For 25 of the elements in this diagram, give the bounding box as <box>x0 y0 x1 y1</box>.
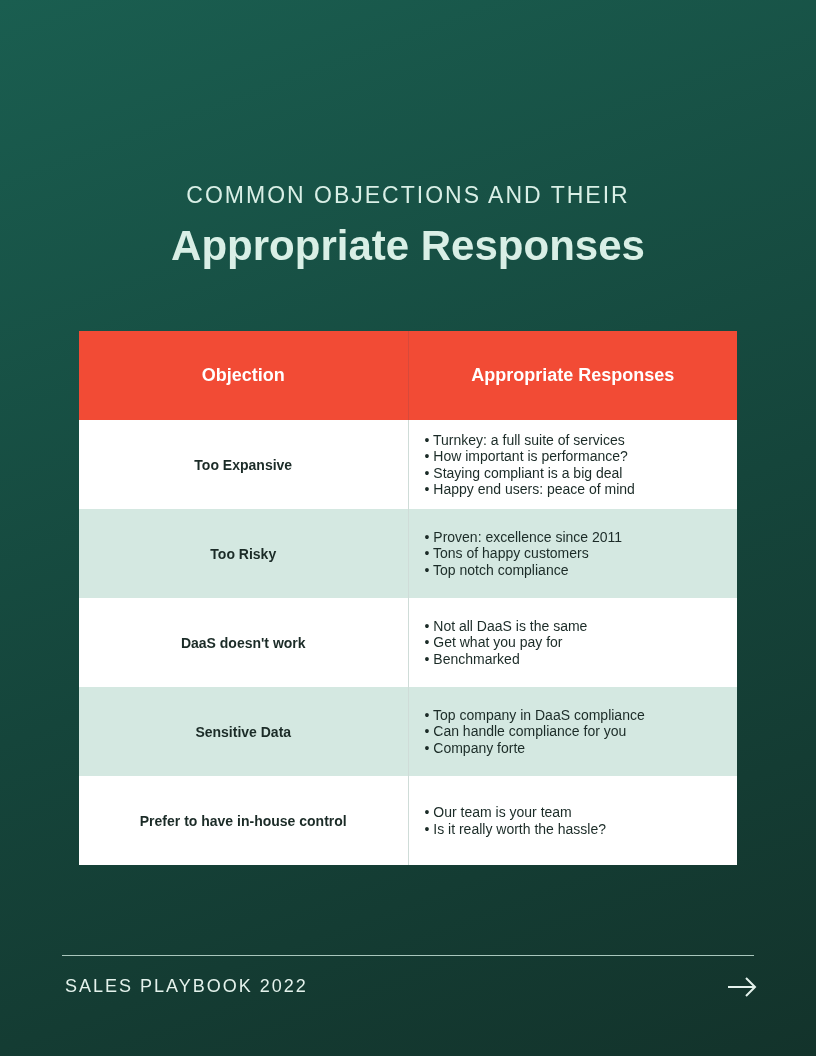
title: Appropriate Responses <box>170 222 646 270</box>
bullet-item: • Tons of happy customers <box>424 545 590 562</box>
bullet-item: • Turnkey: a full suite of services <box>424 431 626 448</box>
bullet-item: • Happy end users: peace of mind <box>424 481 636 498</box>
bullet-item: • Can handle compliance for you <box>424 723 628 740</box>
bullet-item: • Get what you pay for <box>424 634 564 651</box>
bullet-item: • Is it really worth the hassle? <box>424 820 608 837</box>
bullet-item: • Top notch compliance <box>424 561 570 579</box>
bullet-item: • Top company in DaaS compliance <box>424 706 646 724</box>
header-cell: Appropriate Responses <box>408 331 737 420</box>
subtitle: COMMON OBJECTIONS AND THEIR <box>185 182 631 209</box>
bullet-item: • Staying compliant is a big deal <box>424 464 624 481</box>
objection-cell: Prefer to have in-house control <box>79 776 408 865</box>
objection-cell: Too Risky <box>79 509 408 598</box>
objection-cell: DaaS doesn't work <box>79 598 408 687</box>
header-cell: Objection <box>79 331 408 420</box>
footer-text: SALES PLAYBOOK 2022 <box>65 976 308 997</box>
objection-cell: Sensitive Data <box>79 687 408 776</box>
bullet-item: • How important is performance? <box>424 448 629 465</box>
bullet-item: • Proven: excellence since 2011 <box>424 528 624 546</box>
bullet-item: • Benchmarked <box>424 650 521 668</box>
bullet-item: • Our team is your team <box>424 804 573 821</box>
bullet-item: • Not all DaaS is the same <box>424 617 589 635</box>
bullet-item: • Company forte <box>424 739 527 757</box>
objection-cell: Too Expansive <box>79 420 408 509</box>
